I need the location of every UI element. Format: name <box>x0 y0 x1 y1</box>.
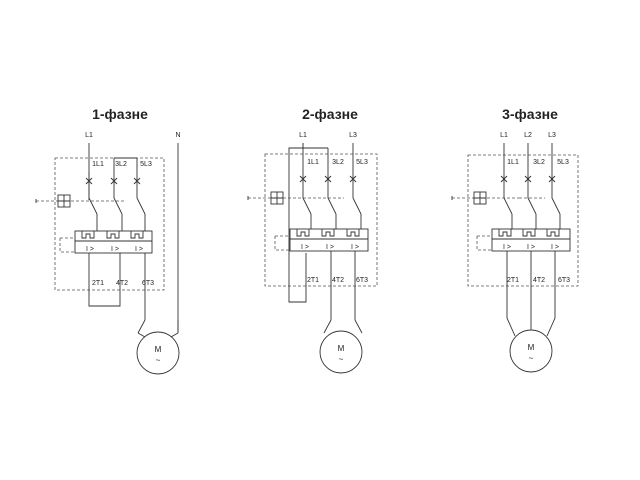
supply-label-l2: L2 <box>524 132 532 139</box>
motor-ac-symbol: ~ <box>529 354 534 363</box>
motor-symbol <box>509 329 553 373</box>
supply-label-l3: L3 <box>548 132 556 139</box>
diagram-title: 1-фазне <box>92 106 148 122</box>
diagram-title: 2-фазне <box>302 106 358 122</box>
output-wire-t3 <box>546 251 556 337</box>
relay-symbol-2: I > <box>111 246 119 253</box>
terminal-3l2: 3L2 <box>332 159 344 166</box>
terminal-3l2: 3L2 <box>533 159 545 166</box>
terminal-1l1: 1L1 <box>92 161 104 168</box>
supply-label-n: N <box>175 132 180 139</box>
terminal-5l3: 5L3 <box>356 159 368 166</box>
diagram-2-phase: 2-фазне L1 L3 1L1 3L2 5L3 I > I > I > <box>247 106 378 374</box>
supply-label-l3: L3 <box>349 132 357 139</box>
breaker-housing-outline <box>54 157 165 291</box>
motor-label: M <box>528 343 535 352</box>
terminal-2t1: 2T1 <box>307 277 319 284</box>
main-contacts <box>299 175 362 230</box>
motor-ac-symbol: ~ <box>156 356 161 365</box>
terminal-1l1: 1L1 <box>307 159 319 166</box>
terminal-4t2: 4T2 <box>116 280 128 287</box>
terminal-2t1: 2T1 <box>507 277 519 284</box>
terminal-2t1: 2T1 <box>92 280 104 287</box>
terminal-4t2: 4T2 <box>332 277 344 284</box>
relay-symbol-2: I > <box>326 244 334 251</box>
relay-symbol-3: I > <box>351 244 359 251</box>
supply-label-l1: L1 <box>299 132 307 139</box>
terminal-1l1: 1L1 <box>507 159 519 166</box>
diagram-3-phase: 3-фазне L1 L2 L3 1L1 3L2 5L3 I > I > I > <box>451 106 579 373</box>
motor-label: M <box>155 345 162 354</box>
relay-symbol-1: I > <box>503 244 511 251</box>
breaker-housing-outline <box>467 154 579 287</box>
output-wire-t2 <box>323 251 332 334</box>
motor-symbol <box>319 330 363 374</box>
terminal-4t2: 4T2 <box>533 277 545 284</box>
relay-symbol-1: I > <box>301 244 309 251</box>
motor-label: M <box>338 344 345 353</box>
supply-label-l1: L1 <box>500 132 508 139</box>
output-wire-t3 <box>137 253 146 334</box>
output-wire-t3 <box>354 251 363 334</box>
supply-label-l1: L1 <box>85 132 93 139</box>
main-contacts <box>500 175 561 230</box>
terminal-6t3: 6T3 <box>356 277 368 284</box>
relay-symbol-3: I > <box>135 246 143 253</box>
terminal-5l3: 5L3 <box>140 161 152 168</box>
relay-symbol-2: I > <box>527 244 535 251</box>
terminal-6t3: 6T3 <box>142 280 154 287</box>
relay-symbol-3: I > <box>551 244 559 251</box>
diagram-1-phase: 1-фазне L1 N 1L1 3L2 5L3 <box>35 106 181 375</box>
motor-ac-symbol: ~ <box>339 355 344 364</box>
breaker-housing-outline <box>264 153 378 287</box>
overload-relay-block <box>289 228 369 252</box>
terminal-5l3: 5L3 <box>557 159 569 166</box>
motor-symbol <box>136 331 180 375</box>
main-contacts <box>85 158 146 232</box>
output-loop <box>88 253 121 307</box>
terminal-3l2: 3L2 <box>115 161 127 168</box>
terminal-6t3: 6T3 <box>558 277 570 284</box>
output-wire-t1 <box>506 251 516 337</box>
relay-symbol-1: I > <box>86 246 94 253</box>
diagram-title: 3-фазне <box>502 106 558 122</box>
